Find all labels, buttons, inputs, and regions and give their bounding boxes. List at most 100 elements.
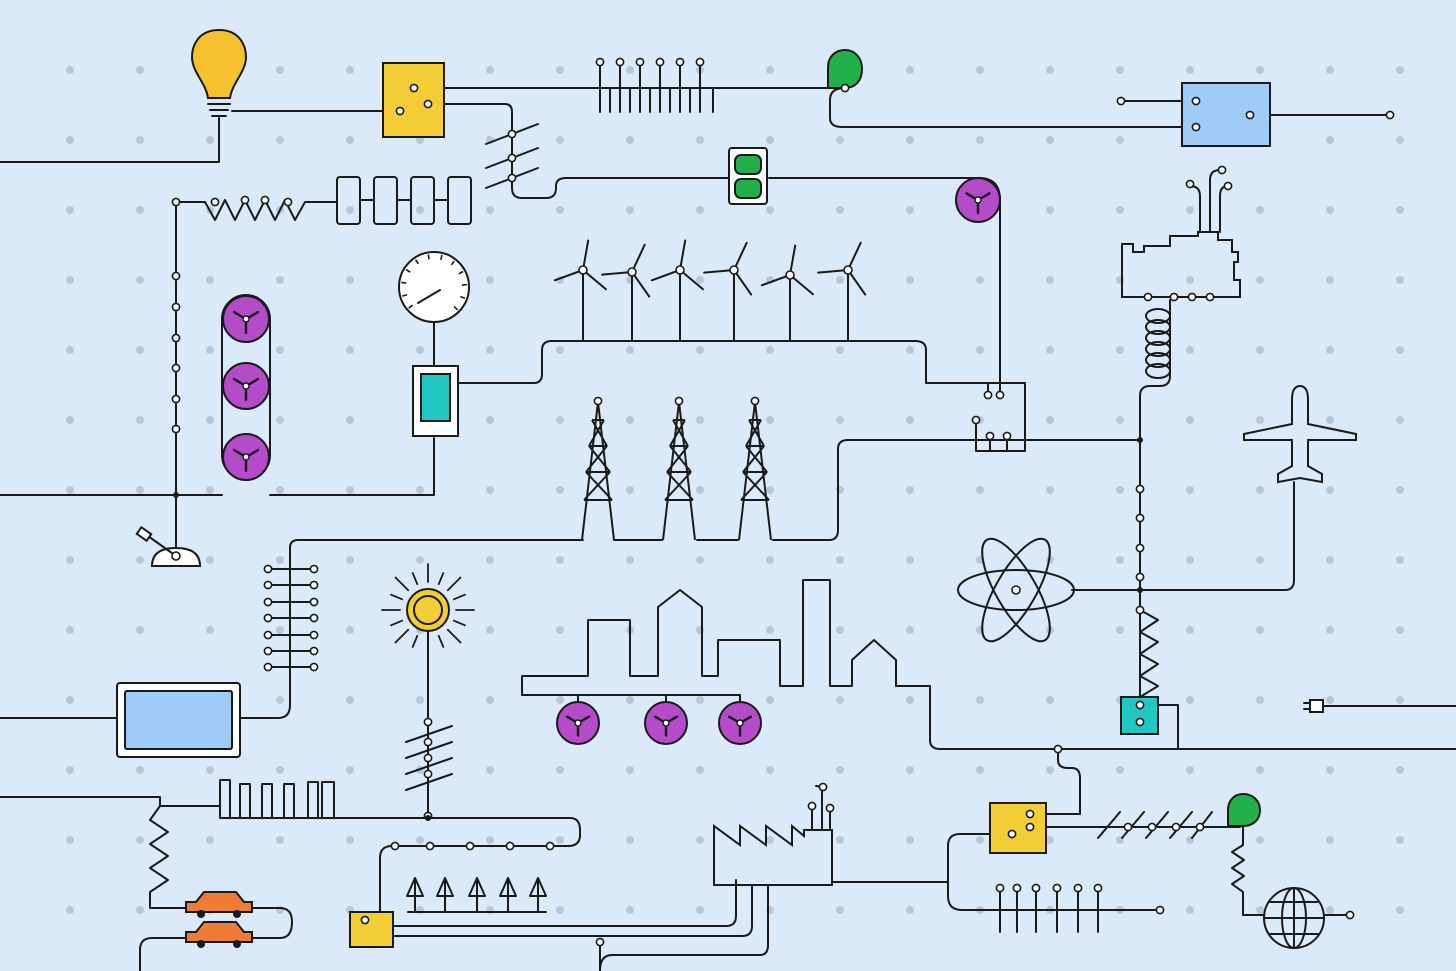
grid-dot bbox=[1256, 486, 1264, 494]
grid-dot bbox=[906, 836, 914, 844]
switch-box-blue[interactable] bbox=[1116, 82, 1395, 147]
grid-dot bbox=[1396, 626, 1404, 634]
atom-icon bbox=[957, 537, 1075, 643]
grid-dot bbox=[1186, 66, 1194, 74]
junction-dot bbox=[635, 57, 645, 67]
grid-dot bbox=[66, 696, 74, 704]
grid-dot bbox=[1326, 66, 1334, 74]
junction-dot bbox=[465, 841, 475, 851]
teal-switch-box[interactable] bbox=[1120, 696, 1159, 735]
wire-comb-pins bbox=[267, 568, 315, 668]
junction-dot bbox=[309, 564, 319, 574]
grid-dot bbox=[1256, 836, 1264, 844]
switch-box-bottom-left[interactable] bbox=[349, 911, 394, 948]
junction-dot bbox=[655, 57, 665, 67]
green-tag-bottom bbox=[1227, 792, 1262, 827]
grid-dot bbox=[206, 836, 214, 844]
grid-dot bbox=[906, 276, 914, 284]
grid-dot bbox=[626, 766, 634, 774]
gauge-tick bbox=[408, 304, 414, 309]
grid-dot bbox=[696, 136, 704, 144]
green-tag-top bbox=[827, 48, 864, 93]
fan-group bbox=[222, 177, 1001, 745]
junction-dot bbox=[309, 613, 319, 623]
switch-box-bottom[interactable] bbox=[989, 802, 1047, 854]
turbine-blade bbox=[733, 241, 748, 271]
junction-dot bbox=[1002, 431, 1012, 441]
junction-dot bbox=[1053, 744, 1063, 754]
grid-dot bbox=[836, 696, 844, 704]
grid-dot bbox=[696, 906, 704, 914]
monitor-icon bbox=[116, 682, 241, 758]
arrow-head bbox=[406, 877, 424, 897]
grid-dot bbox=[556, 206, 564, 214]
fan-icon bbox=[718, 701, 762, 745]
grid-dot bbox=[696, 556, 704, 564]
junction-dot bbox=[674, 396, 684, 406]
junction-dot bbox=[695, 57, 705, 67]
wind-turbine-icon bbox=[553, 239, 607, 341]
grid-dot bbox=[66, 206, 74, 214]
grid-dot bbox=[556, 766, 564, 774]
grid-dot bbox=[696, 276, 704, 284]
grid-dot bbox=[416, 346, 424, 354]
wind-turbine-icon bbox=[650, 239, 704, 341]
wire-skyline bbox=[521, 579, 931, 696]
junction-dot bbox=[263, 613, 273, 623]
grid-dot bbox=[766, 696, 774, 704]
sun-ray bbox=[394, 576, 410, 592]
switch-box-top[interactable] bbox=[382, 62, 445, 138]
grid-dot bbox=[486, 556, 494, 564]
junction-dot bbox=[263, 580, 273, 590]
grid-dot bbox=[976, 136, 984, 144]
grid-dot bbox=[626, 346, 634, 354]
junction-dot bbox=[171, 197, 181, 207]
turbine-blade bbox=[582, 269, 607, 291]
grid-dot bbox=[346, 136, 354, 144]
grid-dot bbox=[276, 836, 284, 844]
junction-dot bbox=[595, 937, 605, 947]
capacitor-bank bbox=[336, 176, 472, 225]
grid-dot bbox=[346, 696, 354, 704]
grid-dot bbox=[1116, 416, 1124, 424]
sun-ray bbox=[394, 628, 410, 644]
grid-dot bbox=[1396, 346, 1404, 354]
wire-engine-coil bbox=[1139, 299, 1171, 441]
fan-hub bbox=[662, 719, 670, 727]
grid-dot bbox=[1186, 766, 1194, 774]
grid-dot bbox=[1116, 66, 1124, 74]
grid-dot bbox=[1046, 66, 1054, 74]
turbine-blade bbox=[703, 269, 735, 274]
grid-dot bbox=[1046, 766, 1054, 774]
sun-ray bbox=[390, 619, 404, 627]
grid-dot bbox=[276, 66, 284, 74]
grid-dot bbox=[486, 206, 494, 214]
junction-dot bbox=[985, 431, 995, 441]
grid-dot bbox=[1326, 346, 1334, 354]
grid-dot bbox=[1326, 696, 1334, 704]
junction-dot bbox=[263, 646, 273, 656]
grid-dot bbox=[836, 906, 844, 914]
airplane-icon bbox=[1243, 384, 1357, 484]
tower-frame bbox=[662, 401, 696, 541]
grid-dot bbox=[906, 136, 914, 144]
grid-dot bbox=[276, 486, 284, 494]
grid-dot bbox=[766, 836, 774, 844]
junction-dot bbox=[283, 197, 293, 207]
grid-dot bbox=[1326, 206, 1334, 214]
connector-comb-bottom bbox=[995, 883, 1165, 915]
junction-dot bbox=[309, 662, 319, 672]
wire-comb-left bbox=[239, 547, 291, 719]
fan-hub bbox=[736, 719, 744, 727]
grid-dot bbox=[1256, 556, 1264, 564]
junction-dot bbox=[505, 841, 515, 851]
wire-globe-resistor bbox=[1231, 822, 1264, 916]
spring-resistor-main bbox=[1139, 609, 1159, 698]
grid-dot bbox=[766, 626, 774, 634]
sun-icon bbox=[381, 563, 475, 657]
grid-dot bbox=[766, 66, 774, 74]
grid-dot bbox=[1116, 766, 1124, 774]
grid-dot bbox=[1256, 766, 1264, 774]
grid-dot bbox=[136, 206, 144, 214]
